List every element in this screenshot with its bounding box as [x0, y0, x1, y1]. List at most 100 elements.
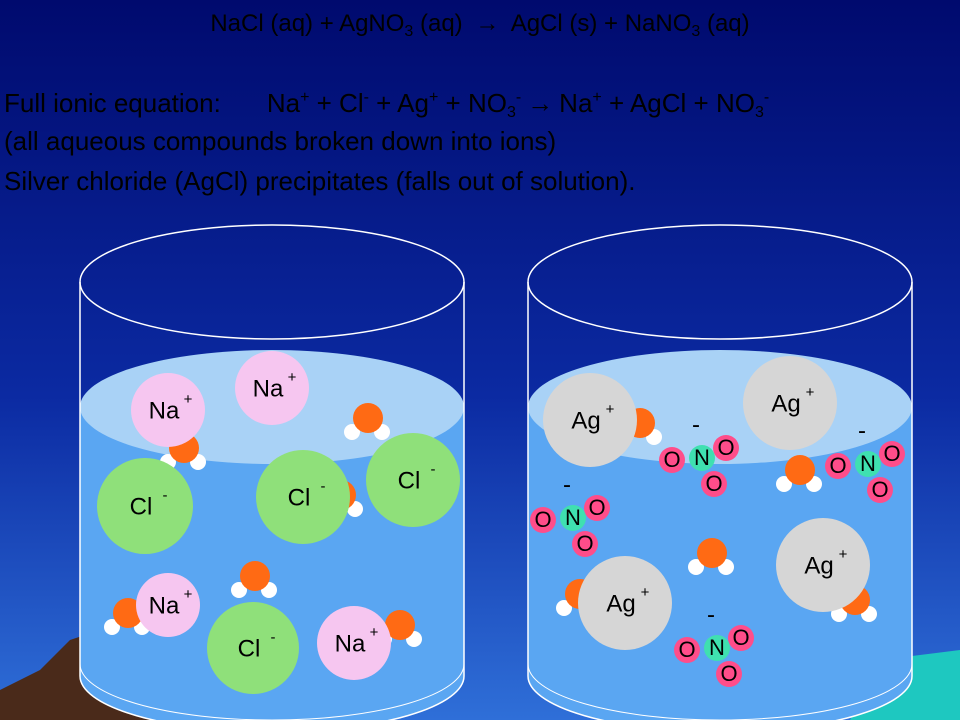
nitrate-charge: -	[707, 601, 715, 628]
sodium-ion: Na+	[136, 573, 200, 637]
sodium-ion-circle	[235, 351, 309, 425]
nitrate-charge: -	[858, 417, 866, 444]
oxygen-atom	[240, 561, 270, 591]
oxygen-label: O	[883, 441, 900, 466]
water-molecule	[104, 598, 150, 635]
oxygen-atom	[713, 435, 739, 461]
silver-ion-circle	[743, 356, 837, 450]
hydrogen-atom	[556, 600, 572, 616]
oxygen-label: O	[829, 453, 846, 478]
silver-ion-charge: +	[606, 401, 615, 418]
beaker-rim	[79, 224, 465, 340]
oxygen-label: O	[720, 661, 737, 686]
sodium-ion-symbol: Na	[149, 592, 180, 619]
chemical-equation: NaCl (aq) + AgNO3 (aq) → AgCl (s) + NaNO…	[210, 10, 750, 40]
sodium-ion-circle	[136, 573, 200, 637]
nitrate-charge: -	[563, 471, 571, 498]
hydrogen-atom	[104, 619, 120, 635]
silver-ion: Ag +	[578, 556, 672, 650]
silver-ion-circle	[776, 518, 870, 612]
oxygen-atom	[701, 471, 727, 497]
chloride-ion-charge: -	[321, 478, 326, 495]
oxygen-atom	[825, 453, 851, 479]
chloride-ion-symbol: Cl	[288, 484, 311, 511]
chloride-ion-symbol: Cl	[398, 467, 421, 494]
water-molecule	[688, 538, 734, 575]
sodium-ion-charge: +	[184, 391, 193, 408]
sodium-ion-circle	[131, 373, 205, 447]
oxygen-label: O	[534, 507, 551, 532]
oxygen-atom	[697, 538, 727, 568]
oxygen-atom	[530, 507, 556, 533]
chloride-ion: Cl-	[366, 433, 460, 527]
oxygen-label: O	[732, 625, 749, 650]
sodium-ion-symbol: Na	[335, 630, 366, 657]
hydrogen-atom	[776, 476, 792, 492]
chloride-ion-circle	[256, 450, 350, 544]
oxygen-label: O	[678, 637, 695, 662]
silver-ion: Ag+	[743, 356, 837, 450]
sodium-ion-circle	[317, 606, 391, 680]
oxygen-atom	[659, 447, 685, 473]
oxygen-label: O	[576, 531, 593, 556]
silver-ion-circle	[543, 373, 637, 467]
nitrogen-label: N	[694, 445, 710, 470]
sodium-ion-charge: +	[370, 624, 379, 641]
oxygen-label: O	[871, 477, 888, 502]
note-aqueous-ions: (all aqueous compounds broken down into …	[4, 126, 557, 156]
chloride-ion: Cl-	[97, 458, 193, 554]
silver-ion-symbol: Ag	[606, 590, 635, 617]
chloride-ion: Cl-	[256, 450, 350, 544]
chloride-ion-symbol: Cl	[238, 635, 261, 662]
chloride-ion-charge: -	[271, 629, 276, 646]
hydrogen-atom	[688, 559, 704, 575]
oxygen-label: O	[717, 435, 734, 460]
silver-ion-charge: +	[641, 584, 650, 601]
oxygen-atom	[385, 610, 415, 640]
nitrogen-atom	[689, 445, 715, 471]
silver-ion: Ag +	[543, 373, 637, 467]
oxygen-atom	[867, 477, 893, 503]
sodium-ion: Na+	[131, 373, 205, 447]
silver-ion-symbol: Ag	[804, 552, 833, 579]
silver-ion-symbol: Ag	[571, 407, 600, 434]
hydrogen-atom	[344, 424, 360, 440]
oxygen-atom	[113, 598, 143, 628]
chloride-ion-circle	[97, 458, 193, 554]
oxygen-atom	[879, 441, 905, 467]
beaker-base	[79, 675, 465, 720]
note-precipitate: Silver chloride (AgCl) precipitates (fal…	[4, 166, 636, 196]
oxygen-atom	[674, 637, 700, 663]
sodium-ion-symbol: Na	[253, 375, 284, 402]
oxygen-label: O	[705, 471, 722, 496]
chloride-ion-charge: -	[163, 487, 168, 504]
silver-ion: Ag +	[776, 518, 870, 612]
sodium-ion-charge: +	[184, 586, 193, 603]
chloride-ion-circle	[207, 602, 299, 694]
beaker-rim	[527, 224, 913, 340]
sodium-ion: Na+	[235, 351, 309, 425]
oxygen-label: O	[663, 447, 680, 472]
silver-ion-circle	[578, 556, 672, 650]
chloride-ion-charge: -	[431, 461, 436, 478]
chloride-ion-symbol: Cl	[130, 493, 153, 520]
nitrogen-atom	[704, 635, 730, 661]
oxygen-atom	[716, 661, 742, 687]
silver-ion-charge: +	[806, 384, 815, 401]
oxygen-atom	[728, 625, 754, 651]
oxygen-label: O	[588, 495, 605, 520]
nitrogen-atom	[560, 505, 586, 531]
silver-ion-charge: +	[839, 546, 848, 563]
chloride-ion: Cl-	[207, 602, 299, 694]
full-ionic-equation: Full ionic equation:Na+ + Cl- + Ag+ + NO…	[4, 88, 770, 121]
water-molecule	[776, 455, 822, 492]
nitrogen-atom	[855, 451, 881, 477]
oxygen-atom	[353, 403, 383, 433]
sodium-ion-charge: +	[288, 369, 297, 386]
hydrogen-atom	[231, 582, 247, 598]
